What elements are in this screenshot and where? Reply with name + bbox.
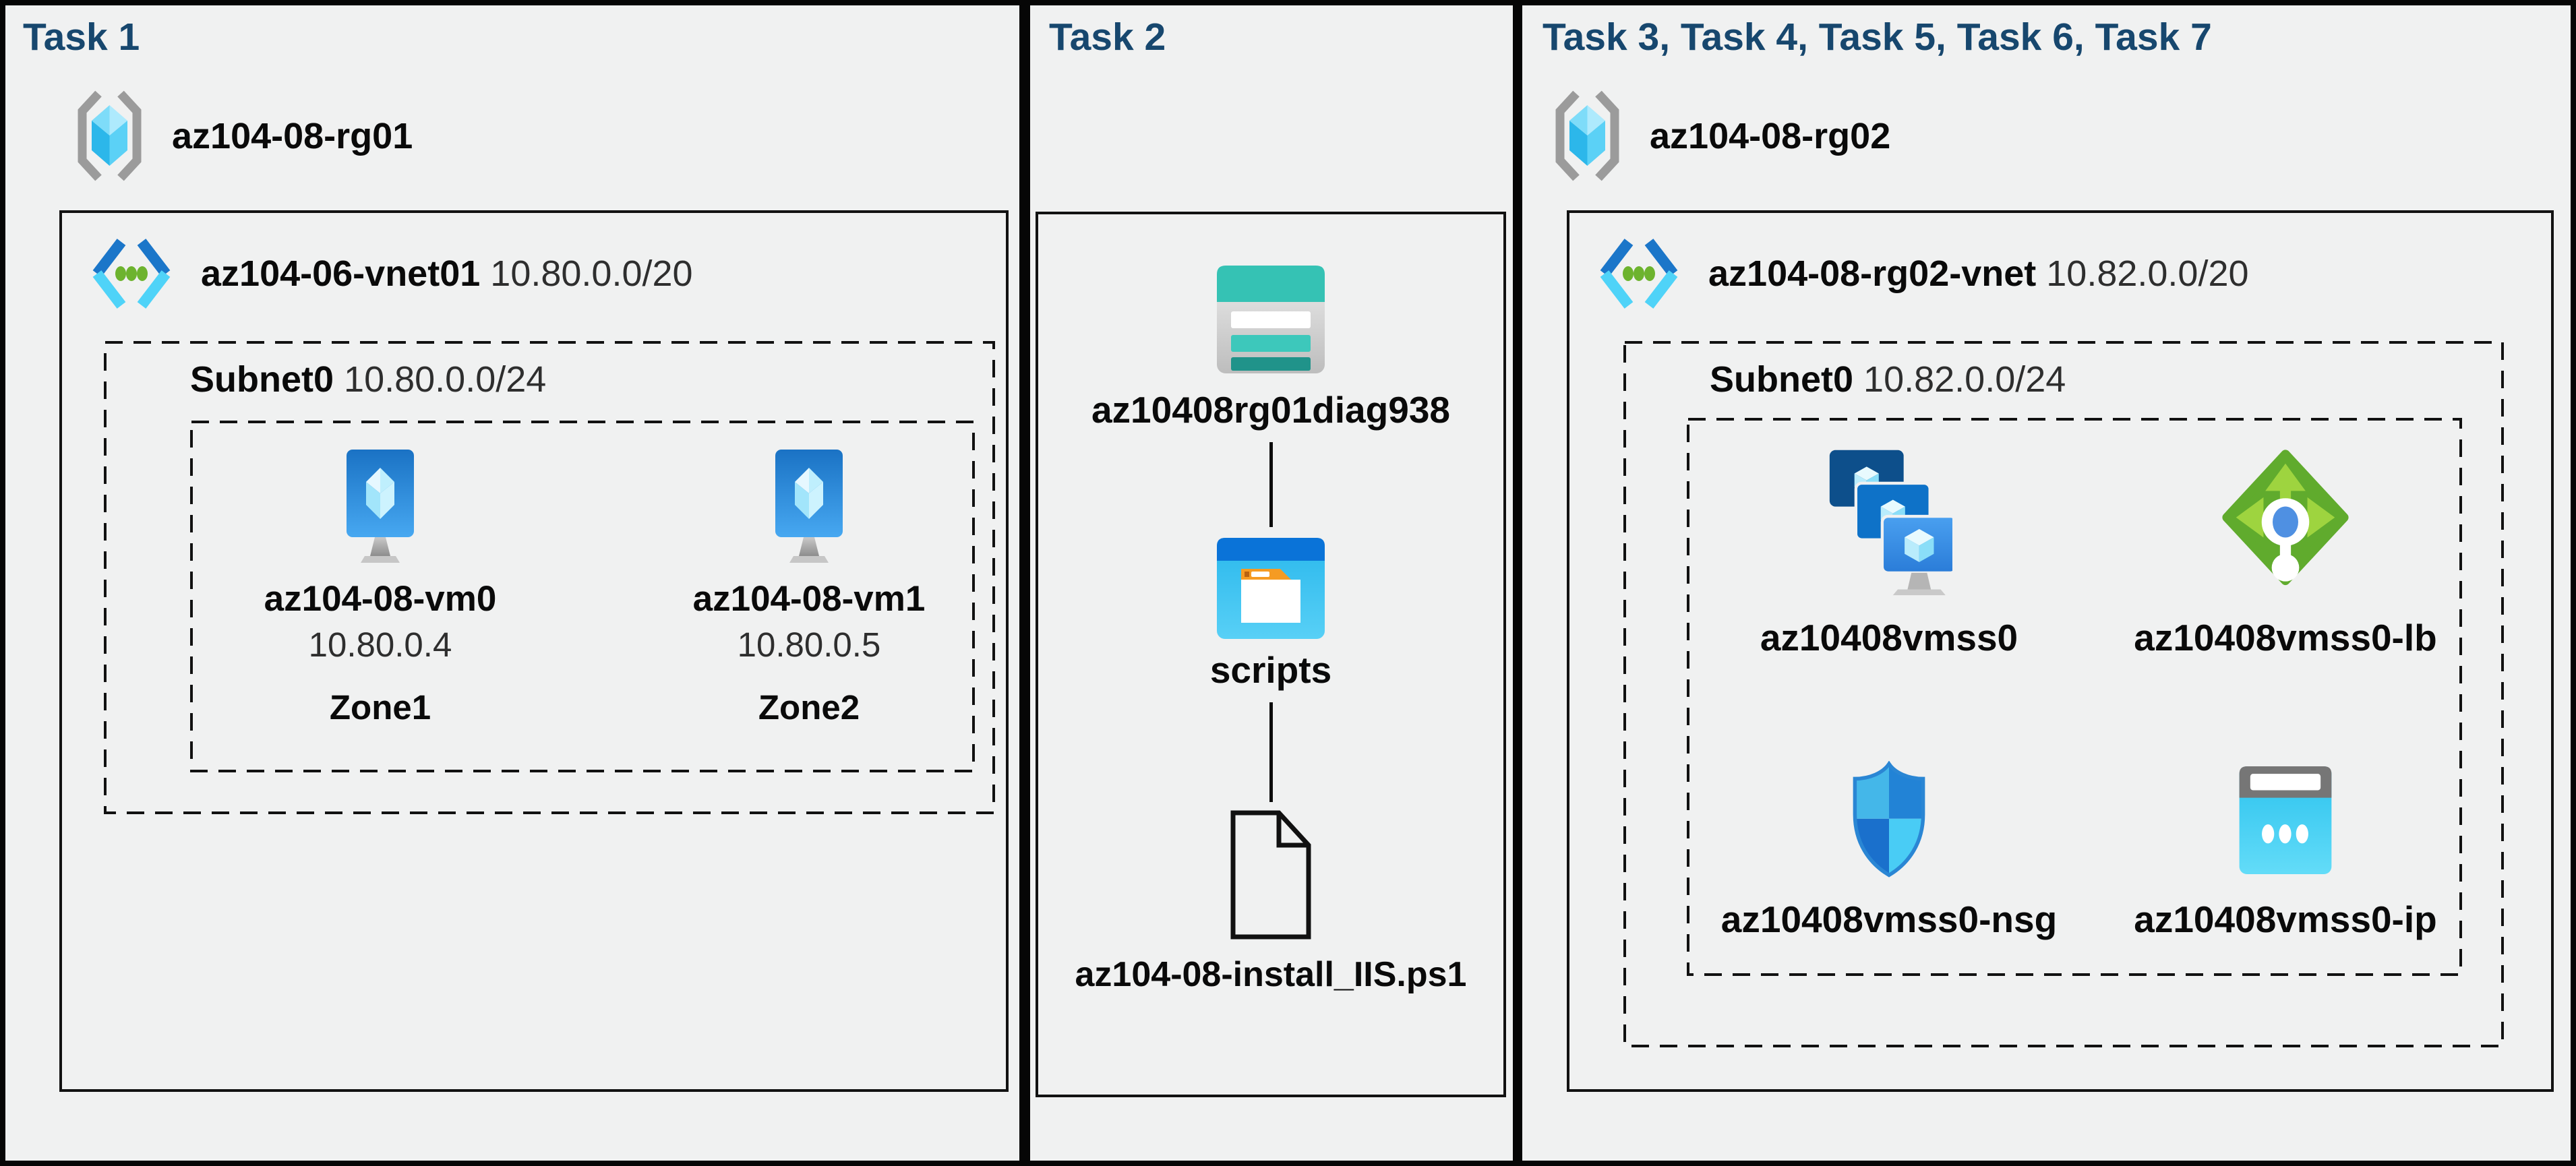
- vm-ip: 10.80.0.5: [737, 625, 881, 664]
- resource-group-name: az104-08-rg01: [172, 115, 413, 156]
- subnet-name: Subnet0: [190, 359, 334, 400]
- vnet-box: az104-08-rg02-vnet 10.82.0.0/20 Subnet0 …: [1567, 210, 2554, 1092]
- resources-box: az10408vmss0: [1687, 418, 2462, 976]
- vm-node: az104-08-vm1 10.80.0.5 Zone2: [681, 448, 937, 727]
- vmss-name: az10408vmss0: [1760, 617, 2018, 658]
- task2-title: Task 2: [1049, 16, 1166, 59]
- resource-group-icon: [1555, 90, 1619, 181]
- subnet-box: Subnet0 10.80.0.0/24: [104, 341, 995, 814]
- virtual-network-icon: [92, 239, 171, 309]
- panel-task3: Task 3, Task 4, Task 5, Task 6, Task 7 a…: [1522, 5, 2571, 1161]
- script-file-name: az104-08-install_IIS.ps1: [1075, 955, 1467, 994]
- subnet-dashed-border: [1623, 341, 2504, 1047]
- virtual-machine-icon: [347, 450, 414, 563]
- vm-node: az104-08-vm0 10.80.0.4 Zone1: [252, 448, 508, 727]
- script-file-icon: [1230, 810, 1311, 940]
- vnet-cidr: 10.82.0.0/20: [2046, 253, 2249, 294]
- subnet-label: Subnet0 10.82.0.0/24: [1710, 359, 2066, 400]
- virtual-network-icon: [1600, 239, 1678, 309]
- resources-dashed-border: [1687, 418, 2462, 976]
- resource-group-row: az104-08-rg02: [1552, 90, 1890, 181]
- panel-task2: Task 2 az10408rg01diag938: [1030, 5, 1513, 1161]
- vnet-box: az104-06-vnet01 10.80.0.0/20 Subnet0 10.…: [59, 210, 1009, 1092]
- availability-zone-box: az104-08-vm0 10.80.0.4 Zone1: [190, 421, 975, 772]
- task3-title: Task 3, Task 4, Task 5, Task 6, Task 7: [1542, 16, 2212, 59]
- vm-name: az104-08-vm1: [692, 579, 926, 619]
- resource-group-name: az104-08-rg02: [1650, 115, 1891, 156]
- storage-account-name: az10408rg01diag938: [1091, 389, 1451, 431]
- vnet-cidr: 10.80.0.0/20: [490, 253, 693, 294]
- vmss-node: az10408vmss0: [1714, 437, 2064, 659]
- load-balancer-icon: [2222, 449, 2349, 585]
- vnet-header: az104-06-vnet01 10.80.0.0/20: [92, 239, 693, 309]
- vm-zone: Zone1: [329, 688, 431, 727]
- nsg-node: az10408vmss0-nsg: [1714, 754, 2064, 941]
- task1-title: Task 1: [23, 16, 140, 59]
- nsg-name: az10408vmss0-nsg: [1720, 898, 2058, 940]
- subnet-box: Subnet0 10.82.0.0/24: [1623, 341, 2504, 1047]
- vm-scale-set-icon: [1829, 450, 1952, 596]
- connector-line: [1269, 442, 1273, 527]
- connector-line: [1269, 702, 1273, 802]
- subnet-cidr: 10.82.0.0/24: [1863, 359, 2066, 400]
- storage-account-icon: [1217, 266, 1325, 373]
- network-security-group-icon: [1853, 761, 1925, 878]
- subnet-cidr: 10.80.0.0/24: [344, 359, 547, 400]
- load-balancer-node: az10408vmss0-lb: [2110, 437, 2461, 659]
- load-balancer-name: az10408vmss0-lb: [2134, 617, 2437, 658]
- public-ip-node: az10408vmss0-ip: [2110, 754, 2461, 941]
- vm-ip: 10.80.0.4: [308, 625, 452, 664]
- subnet-label: Subnet0 10.80.0.0/24: [190, 359, 546, 400]
- subnet-name: Subnet0: [1710, 359, 1854, 400]
- vnet-name: az104-06-vnet01: [201, 253, 481, 294]
- vm-name: az104-08-vm0: [264, 579, 497, 619]
- blob-container-icon: [1217, 538, 1325, 639]
- virtual-machine-icon: [775, 450, 843, 563]
- resource-group-icon: [78, 90, 142, 181]
- resource-group-row: az104-08-rg01: [74, 90, 413, 181]
- panel-task1: Task 1 az104-08-rg01: [5, 5, 1019, 1161]
- public-ip-icon: [2239, 766, 2332, 874]
- container-name: scripts: [1209, 649, 1332, 691]
- public-ip-name: az10408vmss0-ip: [2134, 898, 2437, 940]
- vm-zone: Zone2: [758, 688, 860, 727]
- vnet-header: az104-08-rg02-vnet 10.82.0.0/20: [1599, 239, 2249, 309]
- vnet-name: az104-08-rg02-vnet: [1708, 253, 2037, 294]
- storage-flow-box: az10408rg01diag938 scripts: [1036, 212, 1506, 1097]
